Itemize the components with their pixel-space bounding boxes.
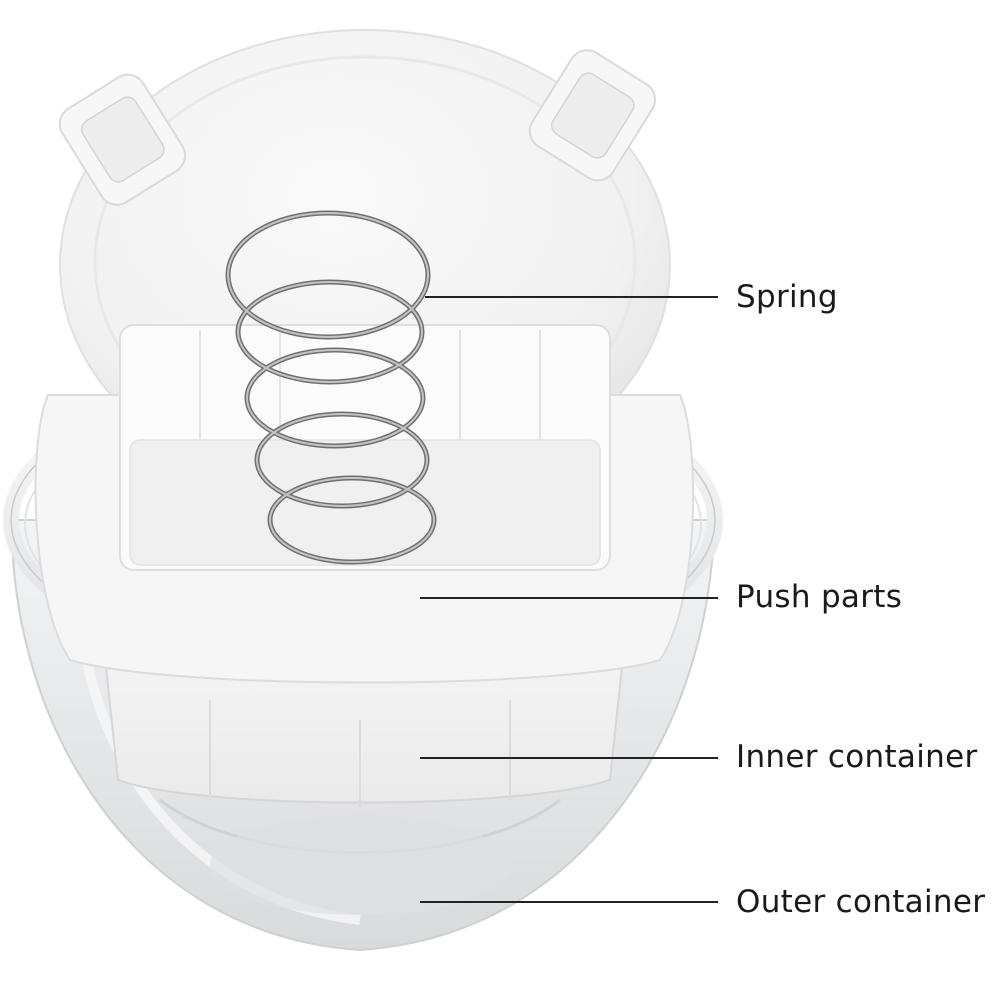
label-outer-container: Outer container	[736, 884, 986, 920]
label-spring: Spring	[736, 279, 838, 315]
label-push-parts: Push parts	[736, 579, 903, 615]
spring	[225, 210, 437, 565]
label-inner-container: Inner container	[736, 739, 978, 775]
lid-latch-right	[528, 49, 657, 182]
push-parts	[34, 324, 695, 684]
lid-latch-left	[58, 73, 187, 206]
